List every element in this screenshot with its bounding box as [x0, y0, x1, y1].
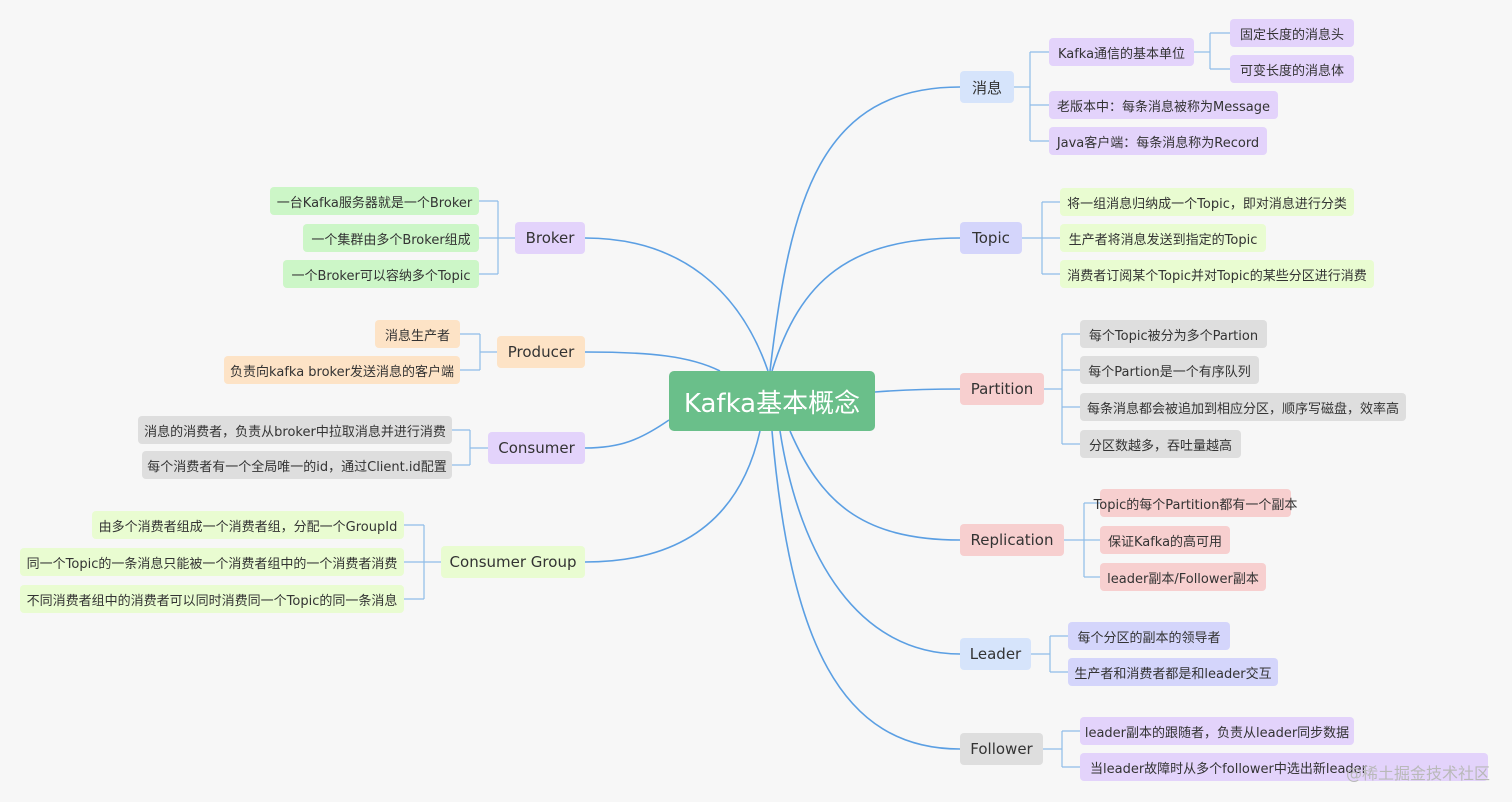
partition-leaf-1[interactable]: 每个Topic被分为多个Partion	[1080, 320, 1267, 348]
consumer-leaf-2[interactable]: 每个消费者有一个全局唯一的id，通过Client.id配置	[142, 451, 452, 479]
leader-leaf-2[interactable]: 生产者和消费者都是和leader交互	[1068, 658, 1278, 686]
broker-leaf-3[interactable]: 一个Broker可以容纳多个Topic	[283, 260, 479, 288]
replication-leaf-3[interactable]: leader副本/Follower副本	[1100, 563, 1266, 591]
partition-leaf-4[interactable]: 分区数越多，吞吐量越高	[1080, 430, 1241, 458]
consumer-group-leaf-3[interactable]: 不同消费者组中的消费者可以同时消费同一个Topic的同一条消息	[20, 585, 404, 613]
topic-leaf-3[interactable]: 消费者订阅某个Topic并对Topic的某些分区进行消费	[1060, 260, 1374, 288]
root-node[interactable]: Kafka基本概念	[669, 371, 875, 431]
branch-message[interactable]: 消息	[960, 71, 1014, 103]
producer-leaf-2[interactable]: 负责向kafka broker发送消息的客户端	[224, 356, 460, 384]
message-leaf-2[interactable]: 老版本中：每条消息被称为Message	[1049, 91, 1278, 119]
branch-follower[interactable]: Follower	[960, 733, 1043, 765]
replication-leaf-2[interactable]: 保证Kafka的高可用	[1100, 526, 1230, 554]
partition-leaf-2[interactable]: 每个Partion是一个有序队列	[1080, 356, 1259, 384]
branch-leader[interactable]: Leader	[960, 638, 1031, 670]
topic-leaf-1[interactable]: 将一组消息归纳成一个Topic，即对消息进行分类	[1060, 188, 1354, 216]
message-sub-2[interactable]: 可变长度的消息体	[1230, 55, 1354, 83]
consumer-group-leaf-2[interactable]: 同一个Topic的一条消息只能被一个消费者组中的一个消费者消费	[20, 548, 404, 576]
follower-leaf-1[interactable]: leader副本的跟随者，负责从leader同步数据	[1080, 717, 1354, 745]
message-leaf-3[interactable]: Java客户端：每条消息称为Record	[1049, 127, 1267, 155]
follower-leaf-2[interactable]: 当leader故障时从多个follower中选出新leader	[1080, 753, 1488, 781]
branch-consumer[interactable]: Consumer	[488, 432, 585, 464]
partition-leaf-3[interactable]: 每条消息都会被追加到相应分区，顺序写磁盘，效率高	[1080, 393, 1406, 421]
leader-leaf-1[interactable]: 每个分区的副本的领导者	[1068, 622, 1230, 650]
branch-broker[interactable]: Broker	[515, 222, 585, 254]
consumer-leaf-1[interactable]: 消息的消费者，负责从broker中拉取消息并进行消费	[138, 416, 452, 444]
producer-leaf-1[interactable]: 消息生产者	[375, 320, 460, 348]
broker-leaf-2[interactable]: 一个集群由多个Broker组成	[303, 224, 479, 252]
message-sub-1[interactable]: 固定长度的消息头	[1230, 19, 1354, 47]
watermark: @稀土掘金技术社区	[1345, 764, 1490, 783]
broker-leaf-1[interactable]: 一台Kafka服务器就是一个Broker	[270, 187, 479, 215]
consumer-group-leaf-1[interactable]: 由多个消费者组成一个消费者组，分配一个GroupId	[92, 511, 404, 539]
replication-leaf-1[interactable]: Topic的每个Partition都有一个副本	[1094, 489, 1297, 517]
message-leaf-1[interactable]: Kafka通信的基本单位	[1049, 38, 1194, 66]
topic-leaf-2[interactable]: 生产者将消息发送到指定的Topic	[1060, 224, 1266, 252]
branch-replication[interactable]: Replication	[960, 524, 1064, 556]
branch-partition[interactable]: Partition	[960, 373, 1044, 405]
branch-consumer-group[interactable]: Consumer Group	[441, 546, 585, 578]
branch-topic[interactable]: Topic	[960, 222, 1022, 254]
branch-producer[interactable]: Producer	[497, 336, 585, 368]
